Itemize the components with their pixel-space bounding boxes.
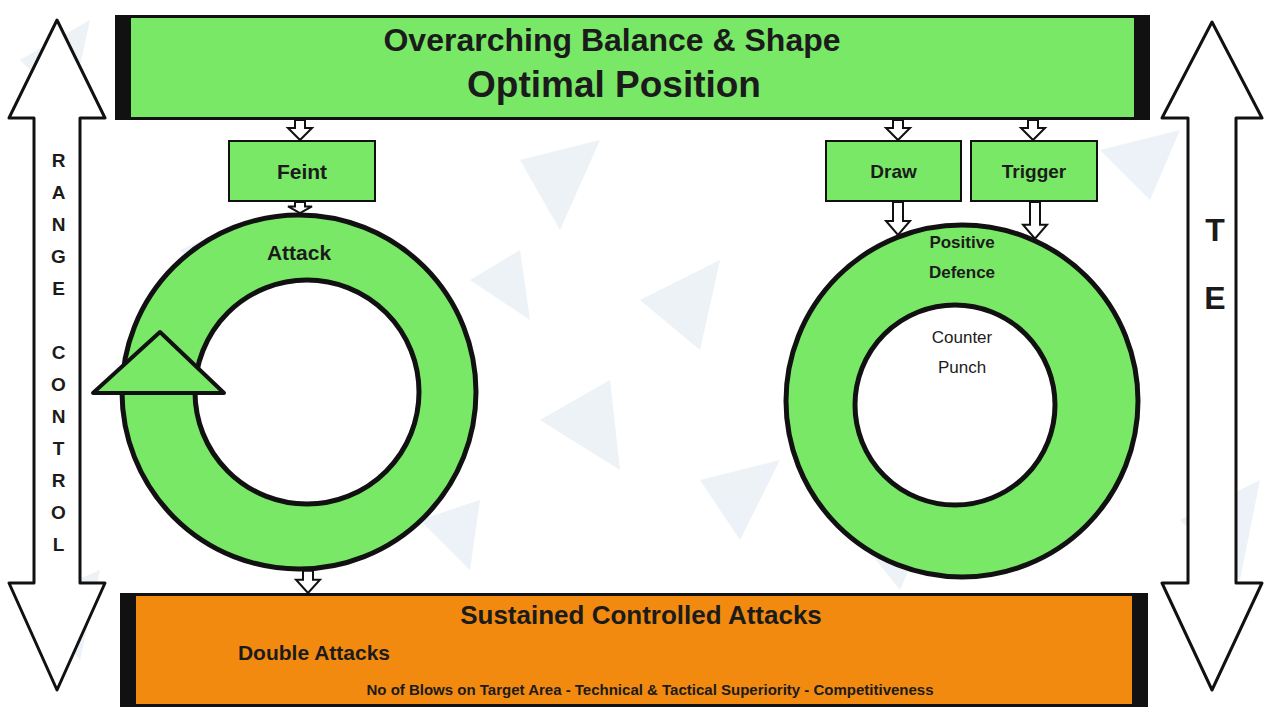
pattern-triangle xyxy=(1100,130,1180,200)
double-arrow xyxy=(1162,22,1262,690)
block-arrow xyxy=(886,202,910,235)
node-label: Sustained Controlled Attacks xyxy=(291,600,991,630)
block-arrow xyxy=(886,120,910,140)
cycle-ring: Attack xyxy=(119,212,479,572)
process-box: Trigger xyxy=(970,140,1098,202)
node-label: Feint xyxy=(230,142,374,200)
block-arrow xyxy=(1021,120,1045,140)
axis-label: TE xyxy=(1196,212,1233,348)
node-sublabel: Optimal Position xyxy=(131,64,1097,106)
ring-shape xyxy=(122,215,476,569)
flow-arrow xyxy=(1021,120,1045,140)
pattern-triangle xyxy=(470,250,530,320)
block-arrow xyxy=(1023,202,1047,239)
cycle-ring: Positive DefenceCounter Punch xyxy=(783,222,1141,580)
process-box: Draw xyxy=(825,140,962,202)
node-label: Attack xyxy=(238,240,360,266)
node-label: Trigger xyxy=(972,142,1096,200)
block-arrow xyxy=(288,202,312,213)
node-sublabel: Double Attacks xyxy=(204,640,424,666)
flow-arrow xyxy=(296,571,320,593)
flow-arrow xyxy=(288,120,312,140)
outcome-band: Sustained Controlled AttacksDouble Attac… xyxy=(120,593,1148,707)
node-sublabel: Counter Punch xyxy=(912,323,1012,383)
pattern-triangle xyxy=(520,140,600,230)
block-arrow xyxy=(296,571,320,593)
node-sublabel: No of Blows on Target Area - Technical &… xyxy=(250,680,1050,700)
ring-outline xyxy=(119,212,479,572)
pattern-triangle xyxy=(640,260,720,350)
double-arrow xyxy=(9,20,105,690)
flow-arrow xyxy=(886,202,910,235)
ring-shape xyxy=(786,225,1138,577)
block-arrow xyxy=(288,120,312,140)
header-band: Overarching Balance & ShapeOptimal Posit… xyxy=(115,15,1150,120)
node-label: Overarching Balance & Shape xyxy=(131,21,1093,59)
process-box: Feint xyxy=(228,140,376,202)
axis-label: RANGE CONTROL xyxy=(47,150,69,566)
pattern-triangle xyxy=(700,460,780,540)
pattern-triangle xyxy=(540,380,620,470)
node-label: Positive Defence xyxy=(907,228,1017,288)
cycle-arrowhead xyxy=(93,332,224,393)
flow-arrow xyxy=(288,202,312,213)
flow-arrow xyxy=(886,120,910,140)
node-label: Draw xyxy=(827,142,960,200)
flow-arrow xyxy=(1023,202,1047,239)
